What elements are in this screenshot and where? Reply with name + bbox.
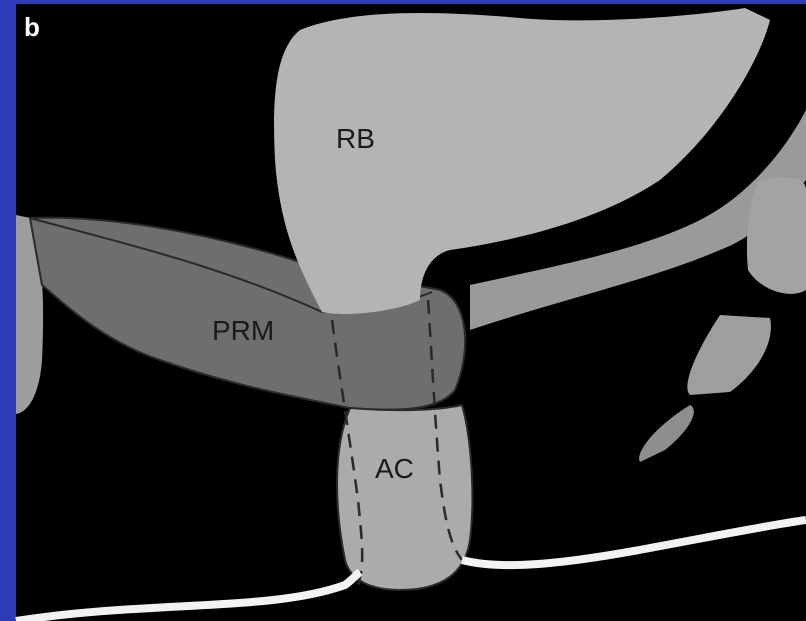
rb-label: RB — [336, 123, 375, 154]
panel-label: b — [24, 12, 40, 43]
ac-label: AC — [375, 453, 414, 484]
ac-structure — [337, 405, 472, 590]
prm-label: PRM — [212, 315, 274, 346]
tissue-block-right — [747, 178, 806, 294]
